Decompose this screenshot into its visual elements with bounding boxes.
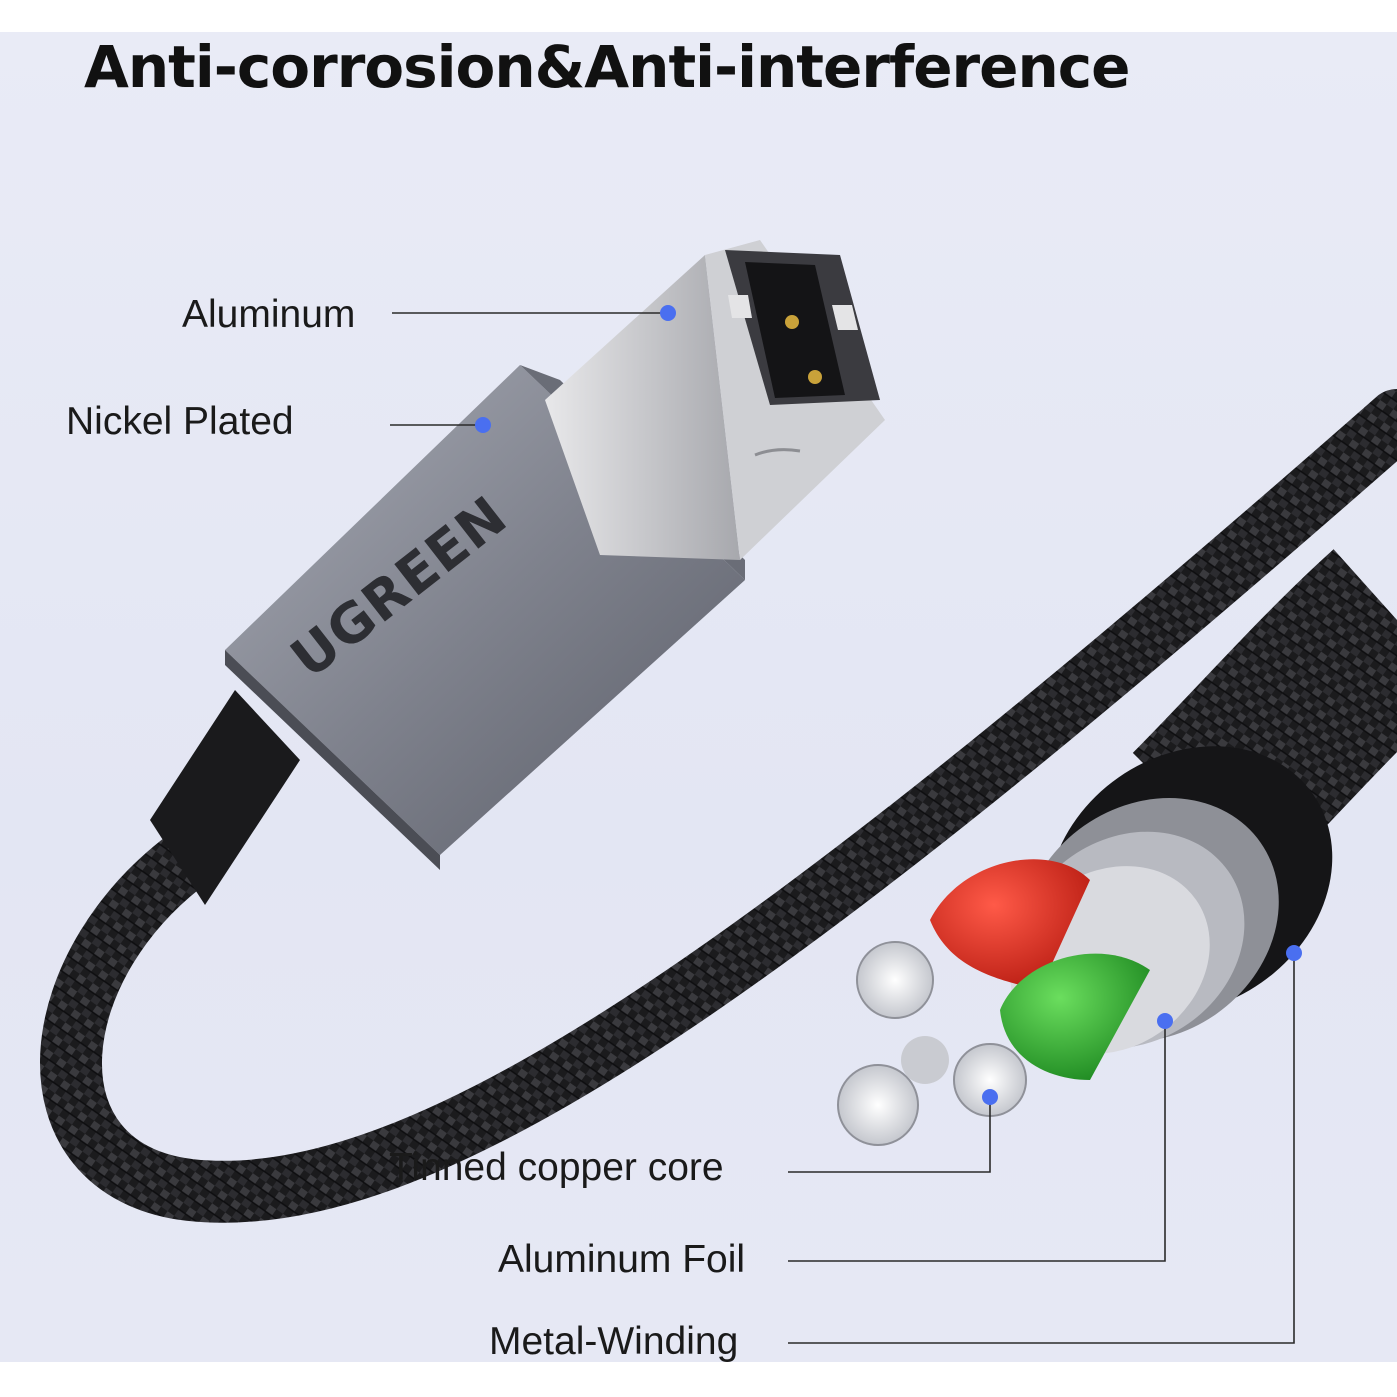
usb-b-plug [545,240,885,560]
braided-cable-loop [40,389,1397,1223]
marker-dot-nickel [475,417,491,433]
callout-aluminum: Aluminum [182,293,356,336]
usb-b-cable-illustration: UGREEN [40,240,1397,1344]
marker-dots [475,305,1302,1105]
product-image-canvas: UGREEN [0,32,1397,1362]
callout-aluminum-foil: Aluminum Foil [498,1238,746,1281]
marker-dot-winding [1286,945,1302,961]
marker-dot-foil [1157,1013,1173,1029]
leader-lines [390,312,1295,1344]
page-title: Anti-corrosion&Anti-interference [84,33,1130,101]
marker-dot-copper [982,1089,998,1105]
callout-metal-winding: Metal-Winding [489,1320,739,1362]
marker-dot-aluminum [660,305,676,321]
strain-relief [150,690,300,905]
callout-tinned-copper-core: Tinned copper core [389,1146,724,1189]
callout-nickel-plated: Nickel Plated [66,400,294,443]
cable-cross-section [837,746,1333,1146]
